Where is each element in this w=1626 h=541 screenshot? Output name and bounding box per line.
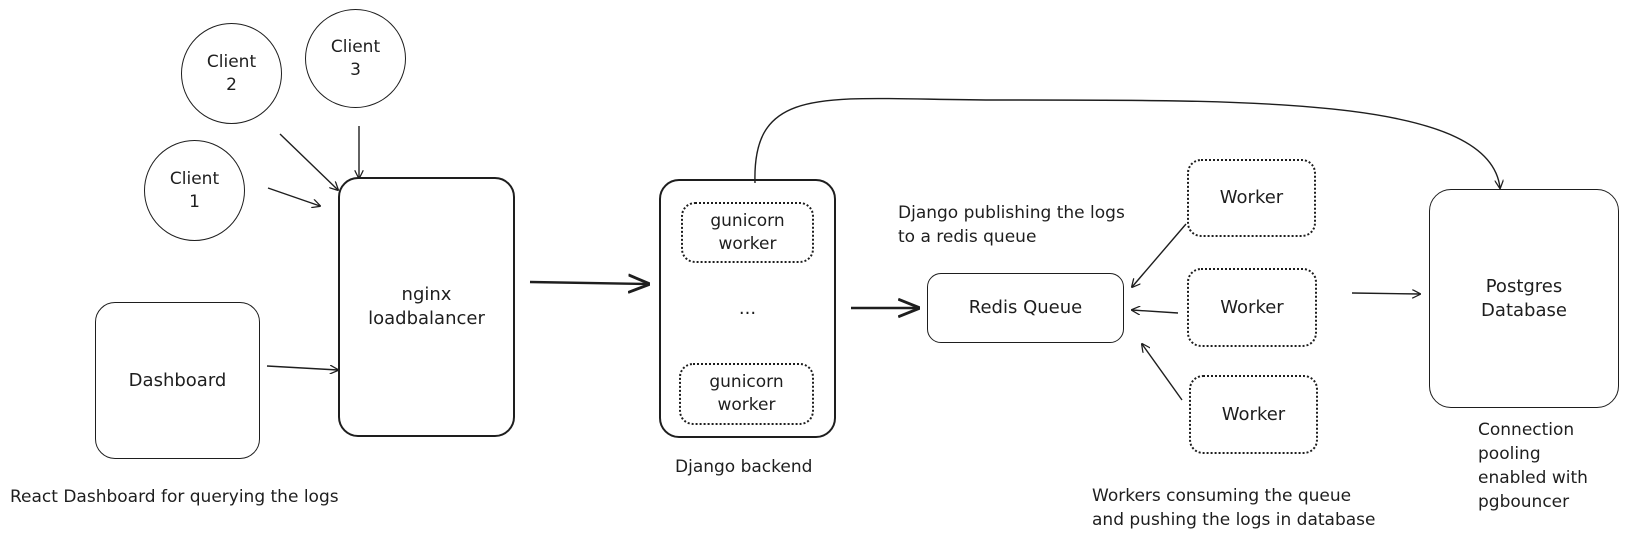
nginx-loadbalancer-label: nginx loadbalancer	[368, 284, 485, 329]
react-dashboard-caption: React Dashboard for querying the logs	[10, 487, 339, 507]
worker-2-label: Worker	[1220, 296, 1284, 318]
arrow-client2-to-nginx	[279, 133, 338, 190]
client-1-node: Client 1	[144, 140, 245, 241]
gunicorn-ellipsis: ...	[720, 294, 775, 324]
django-backend-caption: Django backend	[675, 457, 813, 477]
dashboard-node: Dashboard	[95, 302, 260, 459]
workers-consuming-caption: Workers consuming the queue and pushing …	[1092, 486, 1376, 530]
arrow-nginx-to-django	[529, 282, 648, 284]
arrow-worker1-to-redis	[1132, 223, 1187, 287]
arrow-django-to-postgres	[754, 97, 1500, 188]
gunicorn-worker-top: gunicorn worker	[681, 202, 814, 263]
arrow-workers-to-postgres	[1351, 293, 1420, 294]
worker-1-node: Worker	[1187, 159, 1316, 237]
client-3-label: Client 3	[330, 36, 381, 80]
dashboard-label: Dashboard	[128, 369, 227, 391]
gunicorn-worker-bottom-label: gunicorn worker	[709, 372, 784, 415]
django-publishing-caption: Django publishing the logs to a redis qu…	[898, 203, 1125, 247]
client-3-node: Client 3	[305, 9, 406, 108]
worker-3-node: Worker	[1189, 375, 1318, 454]
redis-queue-label: Redis Queue	[968, 297, 1083, 318]
postgres-database-label: Postgres Database	[1481, 275, 1567, 321]
client-1-label: Client 1	[169, 168, 220, 212]
connection-pooling-caption: Connection pooling enabled with pgbounce…	[1478, 420, 1588, 512]
arrow-client1-to-nginx	[267, 187, 320, 206]
nginx-loadbalancer-node: nginx loadbalancer	[338, 177, 515, 437]
client-2-label: Client 2	[206, 51, 257, 95]
arrow-worker2-to-redis	[1132, 310, 1179, 313]
arrow-dashboard-to-nginx	[266, 366, 338, 370]
worker-2-node: Worker	[1187, 268, 1317, 347]
client-2-node: Client 2	[181, 23, 282, 124]
worker-1-label: Worker	[1219, 187, 1284, 208]
worker-3-label: Worker	[1221, 403, 1286, 425]
django-backend-node	[659, 179, 836, 438]
gunicorn-ellipsis-label: ...	[738, 298, 757, 319]
postgres-database-node: Postgres Database	[1429, 189, 1619, 408]
gunicorn-worker-bottom: gunicorn worker	[679, 363, 814, 425]
redis-queue-node: Redis Queue	[927, 273, 1124, 343]
gunicorn-worker-top-label: gunicorn worker	[710, 210, 785, 254]
arrow-worker3-to-redis	[1142, 344, 1183, 401]
